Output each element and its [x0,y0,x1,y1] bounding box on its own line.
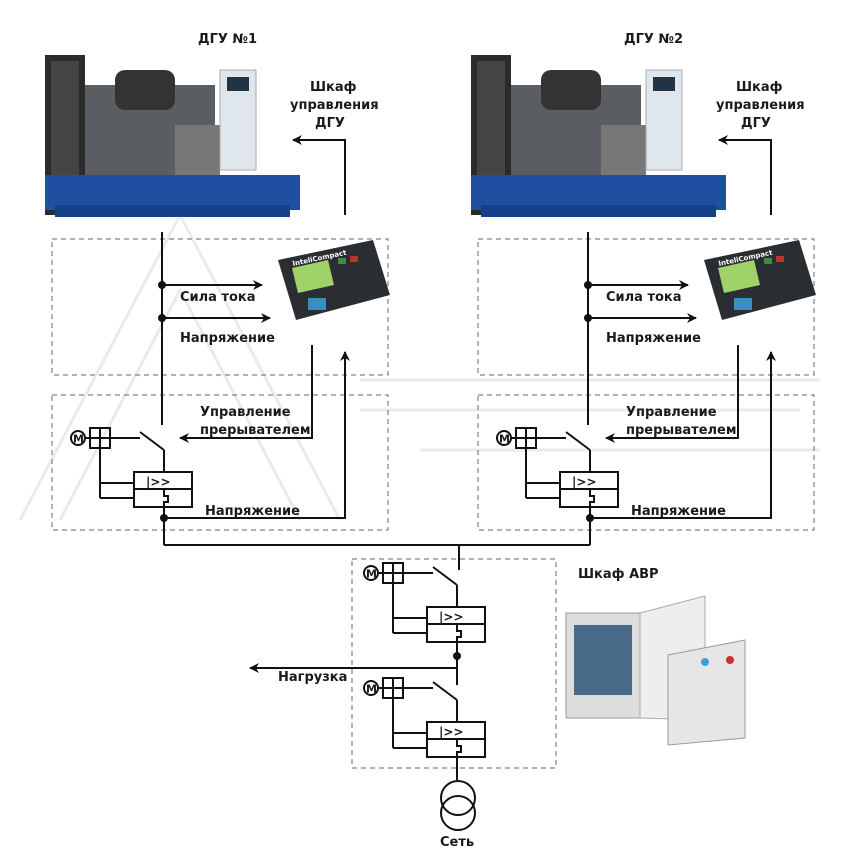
circuit-breaker [363,562,486,643]
genset-image [44,54,301,218]
cabinet-label: Шкаф [736,80,783,95]
cabinet-label: управления [716,98,805,113]
breaker-voltage-label: Напряжение [631,504,726,519]
genset-image [470,54,727,218]
voltage-label: Напряжение [180,331,275,346]
breaker-control-label: прерывателем [626,423,736,438]
ats-cabinet-image [565,595,746,746]
circuit-breaker [363,677,486,758]
transformer-icon [440,780,476,816]
watermark-logo [18,211,820,521]
voltage-label: Напряжение [606,331,701,346]
cabinet-label: ДГУ [741,116,771,131]
current-label: Сила тока [606,290,682,305]
breaker-voltage-label: Напряжение [205,504,300,519]
grid-label: Сеть [440,835,474,850]
cabinet-label: управления [290,98,379,113]
cabinet-label: Шкаф [310,80,357,95]
generator-title: ДГУ №1 [198,32,257,47]
ats-module: Нагрузка Сеть Шкаф АВР [249,558,746,850]
generator-module-1: ДГУ №1 Шкаф управления ДГУ Сила тока Нап… [44,32,390,545]
breaker-zone [51,394,389,531]
cabinet-label: ДГУ [315,116,345,131]
ats-zone [351,558,557,769]
generator-module-2: ДГУ №2 Шкаф управления ДГУ Сила тока Нап… [470,32,816,545]
ats-title: Шкаф АВР [578,567,659,582]
breaker-control-label: прерывателем [200,423,310,438]
controller-zone [51,238,389,376]
cabinet-arrow [292,135,346,215]
current-label: Сила тока [180,290,256,305]
load-label: Нагрузка [278,670,347,685]
breaker-control-label: Управление [626,405,717,420]
circuit-breaker [496,427,619,508]
circuit-breaker [70,427,193,508]
generator-title: ДГУ №2 [624,32,683,47]
breaker-control-label: Управление [200,405,291,420]
